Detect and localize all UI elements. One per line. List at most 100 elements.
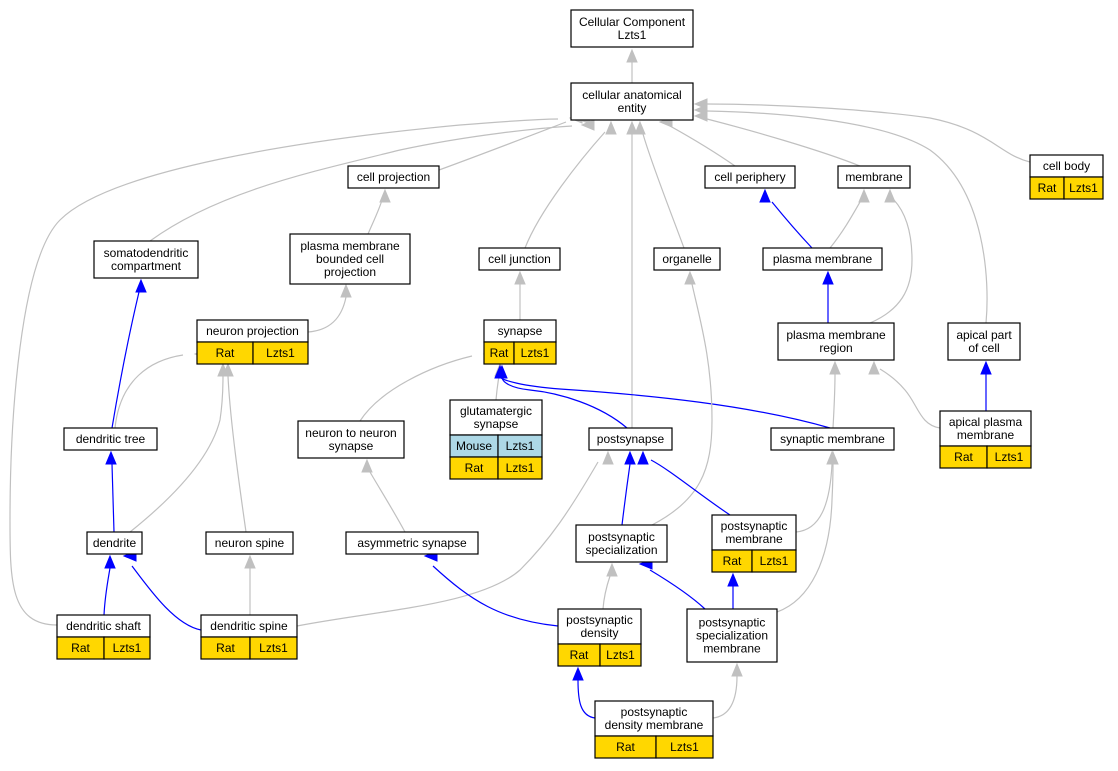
node-label: density bbox=[580, 626, 618, 640]
edge-psd_membrane-to-ps_spec_membrane bbox=[712, 662, 743, 719]
edge-synaptic_membrane-to-pm_region bbox=[829, 360, 841, 429]
node-label: entity bbox=[618, 101, 647, 115]
node-label: cellular anatomical bbox=[582, 88, 681, 102]
species-label: Rat bbox=[216, 641, 235, 655]
node-label: of cell bbox=[968, 341, 999, 355]
arrowhead-icon bbox=[858, 188, 870, 203]
edge-line bbox=[642, 133, 685, 249]
node-label: cell projection bbox=[357, 170, 430, 184]
node-asym-synapse[interactable]: asymmetric synapse bbox=[345, 531, 479, 555]
node-label: postsynaptic bbox=[566, 613, 633, 627]
edge-line bbox=[103, 567, 111, 616]
edge-neuron_projection-to-pm_bounded bbox=[307, 283, 352, 333]
node-label: somatodendritic bbox=[104, 246, 189, 260]
arrowhead-icon bbox=[514, 270, 526, 285]
species-label: Rat bbox=[216, 346, 235, 360]
arrowhead-icon bbox=[361, 458, 373, 473]
species-label: Rat bbox=[723, 554, 742, 568]
edge-line bbox=[829, 201, 861, 249]
node-label: neuron spine bbox=[215, 536, 285, 550]
arrowhead-icon bbox=[829, 360, 841, 375]
arrowhead-icon bbox=[980, 360, 992, 375]
node-organelle[interactable]: organelle bbox=[653, 247, 721, 271]
edge-line bbox=[367, 199, 383, 235]
node-cell-periphery[interactable]: cell periphery bbox=[704, 165, 796, 189]
edge-line bbox=[501, 377, 628, 429]
arrowhead-icon bbox=[135, 278, 147, 293]
edge-neuron_spine-to-neuron_projection bbox=[222, 362, 247, 533]
node-label: postsynaptic bbox=[621, 705, 688, 719]
arrowhead-icon bbox=[602, 450, 614, 465]
edge-line bbox=[369, 471, 406, 533]
node-dendrite[interactable]: dendrite bbox=[86, 531, 143, 555]
species-label: Rat bbox=[71, 641, 90, 655]
edge-dendritic_shaft-to-dendrite bbox=[103, 554, 116, 616]
edge-line bbox=[296, 461, 599, 627]
edge-line bbox=[706, 118, 861, 167]
edge-dendritic_spine-to-postsynapse bbox=[296, 450, 614, 627]
edges-layer bbox=[9, 48, 1031, 719]
edge-line bbox=[776, 463, 834, 613]
gene-label: Lzts1 bbox=[506, 439, 535, 453]
edge-dendritic_spine-to-neuron_spine bbox=[244, 554, 256, 615]
node-label: specialization bbox=[696, 629, 768, 643]
gene-cell bbox=[497, 456, 543, 480]
node-neuron-spine[interactable]: neuron spine bbox=[205, 531, 294, 555]
node-label: plasma membrane bbox=[773, 252, 873, 266]
species-label: Rat bbox=[954, 450, 973, 464]
node-membrane[interactable]: membrane bbox=[837, 165, 911, 189]
node-synaptic-membrane[interactable]: synaptic membrane bbox=[770, 427, 895, 451]
node-cell-projection[interactable]: cell projection bbox=[347, 165, 440, 189]
gene-label: Lzts1 bbox=[670, 740, 699, 754]
arrowhead-icon bbox=[868, 360, 880, 375]
node-label: compartment bbox=[111, 259, 182, 273]
node-plasma-membrane[interactable]: plasma membrane bbox=[762, 247, 883, 271]
edge-organelle-to-cae bbox=[634, 120, 685, 249]
arrowhead-icon bbox=[626, 120, 638, 135]
node-box bbox=[947, 322, 1021, 361]
gene-cell bbox=[252, 341, 309, 365]
node-cell-junction[interactable]: cell junction bbox=[478, 247, 561, 271]
node-box bbox=[762, 247, 883, 271]
node-dendritic-tree[interactable]: dendritic tree bbox=[63, 427, 158, 451]
arrowhead-icon bbox=[884, 188, 896, 203]
gene-label: Lzts1 bbox=[995, 450, 1024, 464]
edge-ps_density-to-ps_specialization bbox=[602, 562, 618, 610]
edge-ps_spec_membrane-to-synaptic_membrane bbox=[776, 450, 838, 613]
node-label: asymmetric synapse bbox=[357, 536, 467, 550]
node-label: cell periphery bbox=[714, 170, 785, 184]
gene-cell bbox=[655, 735, 714, 759]
edge-line bbox=[795, 463, 833, 533]
arrowhead-icon bbox=[606, 562, 618, 577]
arrowhead-icon bbox=[634, 120, 646, 135]
node-label: membrane bbox=[703, 642, 761, 656]
node-label: projection bbox=[324, 265, 376, 279]
edge-line bbox=[111, 291, 140, 429]
node-label: synapse bbox=[329, 439, 374, 453]
node-postsynapse[interactable]: postsynapse bbox=[588, 427, 673, 451]
gene-cell bbox=[599, 643, 642, 667]
node-label: postsynaptic bbox=[699, 616, 766, 630]
edge-line bbox=[602, 575, 611, 610]
gene-label: Lzts1 bbox=[1069, 181, 1098, 195]
